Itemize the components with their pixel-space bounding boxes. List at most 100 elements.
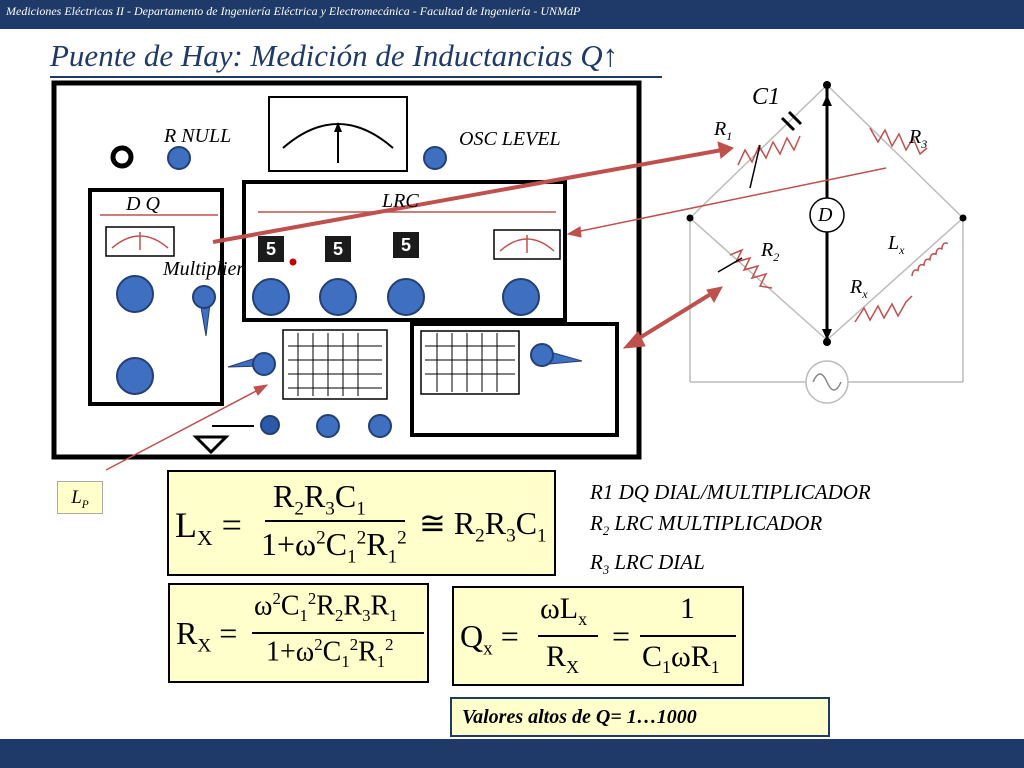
- footer-bar: [0, 739, 1024, 768]
- legend-r3-text: LRC DIAL: [609, 550, 705, 575]
- lrc-mini-meter: [493, 229, 561, 260]
- terminal-knob-1[interactable]: [260, 415, 280, 435]
- rx-letter: R: [850, 276, 863, 298]
- lrc-digit-2: 5: [325, 236, 351, 262]
- right-knob-pointer: [549, 351, 583, 365]
- r2-sub: 2: [773, 250, 780, 264]
- legend-line-3: R3 LRC DIAL: [590, 547, 871, 586]
- lrc-knob-2[interactable]: [319, 278, 357, 316]
- lx-formula-lhs: LX =: [175, 505, 242, 551]
- right-panel-knob[interactable]: [530, 343, 554, 367]
- r2-label: R2: [761, 239, 779, 265]
- legend-r3-sub: 3: [602, 563, 610, 578]
- r1-letter: R: [714, 118, 727, 140]
- c1-label: C1: [752, 84, 780, 111]
- lx-label: Lx: [888, 232, 904, 258]
- header-bar: Mediciones Eléctricas II - Departamento …: [0, 0, 1024, 29]
- grid-display-right: [420, 330, 520, 395]
- r3-sub: 3: [921, 137, 928, 151]
- r3-letter: R: [909, 126, 922, 148]
- lx-lhs-sub: X: [197, 526, 213, 551]
- lp-sub: P: [81, 498, 89, 511]
- dq-label: D Q: [126, 193, 160, 215]
- rx-fraction-line: [252, 632, 424, 634]
- lx-formula-box: LX = R2R3C1 1+ω2C12R12 ≅ R2R3C1: [167, 470, 556, 576]
- r2-letter: R: [761, 239, 774, 261]
- legend-r2-text: LRC MULTIPLICADOR: [609, 511, 823, 535]
- rx-lhs-sub: X: [197, 635, 212, 657]
- header-text: Mediciones Eléctricas II - Departamento …: [6, 4, 581, 18]
- legend-r2-letter: R: [590, 511, 603, 535]
- r1-label: R1: [714, 118, 732, 144]
- approx-sign: ≅: [419, 505, 446, 541]
- lx-formula-approx: ≅ R2R3C1: [419, 505, 547, 547]
- lrc-knob-3[interactable]: [387, 278, 425, 316]
- qx-equals-2: =: [612, 618, 631, 654]
- lp-letter: L: [71, 487, 82, 508]
- up-arrow-icon: ↑: [602, 38, 619, 73]
- dq-dial-knob[interactable]: [116, 275, 154, 313]
- c1-sub: 1: [768, 84, 781, 110]
- q-range-caption: Valores altos de Q= 1…1000: [450, 697, 830, 737]
- multiplier-label: Multiplier: [163, 258, 245, 280]
- lower-right-panel: [410, 322, 619, 437]
- r-null-knob[interactable]: [167, 146, 191, 170]
- r3-label: R3: [909, 126, 927, 152]
- c1-letter: C: [752, 84, 769, 110]
- rx-sub: x: [862, 287, 868, 301]
- lx-formula-numerator: R2R3C1: [273, 478, 366, 520]
- lrc-knob-1[interactable]: [252, 278, 290, 316]
- lx-formula-denominator: 1+ω2C12R12: [261, 526, 407, 568]
- qx-formula-box: Qx = ωLx RX = 1 C1ωR1: [452, 586, 744, 686]
- grid-display-left: [282, 329, 388, 400]
- terminal-knob-3[interactable]: [368, 414, 392, 438]
- lrc-digit-1: 5: [258, 236, 284, 262]
- rx-lhs-letter: R: [176, 615, 198, 651]
- bridge-circuit: [686, 81, 967, 404]
- terminal-knob-2[interactable]: [316, 414, 340, 438]
- qx-formula-lhs: Qx =: [460, 618, 519, 660]
- detector-label: D: [818, 204, 833, 226]
- qx-formula-numerator-1: ωLx: [540, 592, 588, 629]
- r1-sub: 1: [726, 129, 733, 143]
- lrc-panel: [242, 180, 567, 322]
- lrc-knob-4[interactable]: [502, 278, 540, 316]
- annotation-arrows: [105, 141, 887, 471]
- lp-knob[interactable]: [252, 352, 276, 376]
- rx-formula-box: RX = ω2C12R2R3R1 1+ω2C12R12: [168, 583, 429, 683]
- r-null-label: R NULL: [164, 125, 232, 147]
- lrc-label: LRC: [382, 190, 419, 212]
- osc-level-label: OSC LEVEL: [459, 128, 561, 150]
- qx-lhs-letter: Q: [460, 618, 484, 654]
- indicator-led: [289, 258, 297, 266]
- lrc-digit-3: 5: [393, 232, 419, 258]
- qx-formula-denominator-2: C1ωR1: [642, 640, 720, 677]
- dq-mini-meter: [105, 226, 175, 257]
- lp-label: LP: [57, 481, 103, 514]
- qx-fraction-line-1: [538, 635, 598, 637]
- dq-lower-knob[interactable]: [116, 357, 154, 395]
- osc-level-knob[interactable]: [423, 146, 447, 170]
- lx-letter: L: [888, 232, 900, 254]
- rx-label: Rx: [850, 276, 868, 302]
- ground-icon: [192, 435, 230, 455]
- rx-formula-numerator: ω2C12R2R3R1: [254, 589, 398, 625]
- multiplier-knob[interactable]: [192, 285, 216, 309]
- qx-formula-numerator-2: 1: [680, 592, 695, 625]
- dq-panel: [88, 188, 224, 406]
- resistor-legend: R1 DQ DIAL/MULTIPLICADOR R2 LRC MULTIPLI…: [590, 477, 871, 586]
- legend-line-1: R1 DQ DIAL/MULTIPLICADOR: [590, 480, 871, 504]
- analog-meter: [268, 96, 408, 172]
- lx-lhs-letter: L: [175, 505, 197, 545]
- qx-fraction-line-2: [640, 635, 736, 637]
- instrument-frame: [51, 80, 642, 460]
- grid-right-lines: [425, 333, 515, 392]
- rx-formula-lhs: RX =: [176, 615, 238, 657]
- legend-r2-sub: 2: [602, 524, 610, 539]
- legend-line-2: R2 LRC MULTIPLICADOR: [590, 508, 871, 547]
- slide-title-text: Puente de Hay: Medición de Inductancias …: [50, 38, 603, 73]
- lx-sub: x: [899, 243, 905, 257]
- meter-needle-tip: [334, 122, 342, 132]
- grid-left-lines: [288, 333, 382, 396]
